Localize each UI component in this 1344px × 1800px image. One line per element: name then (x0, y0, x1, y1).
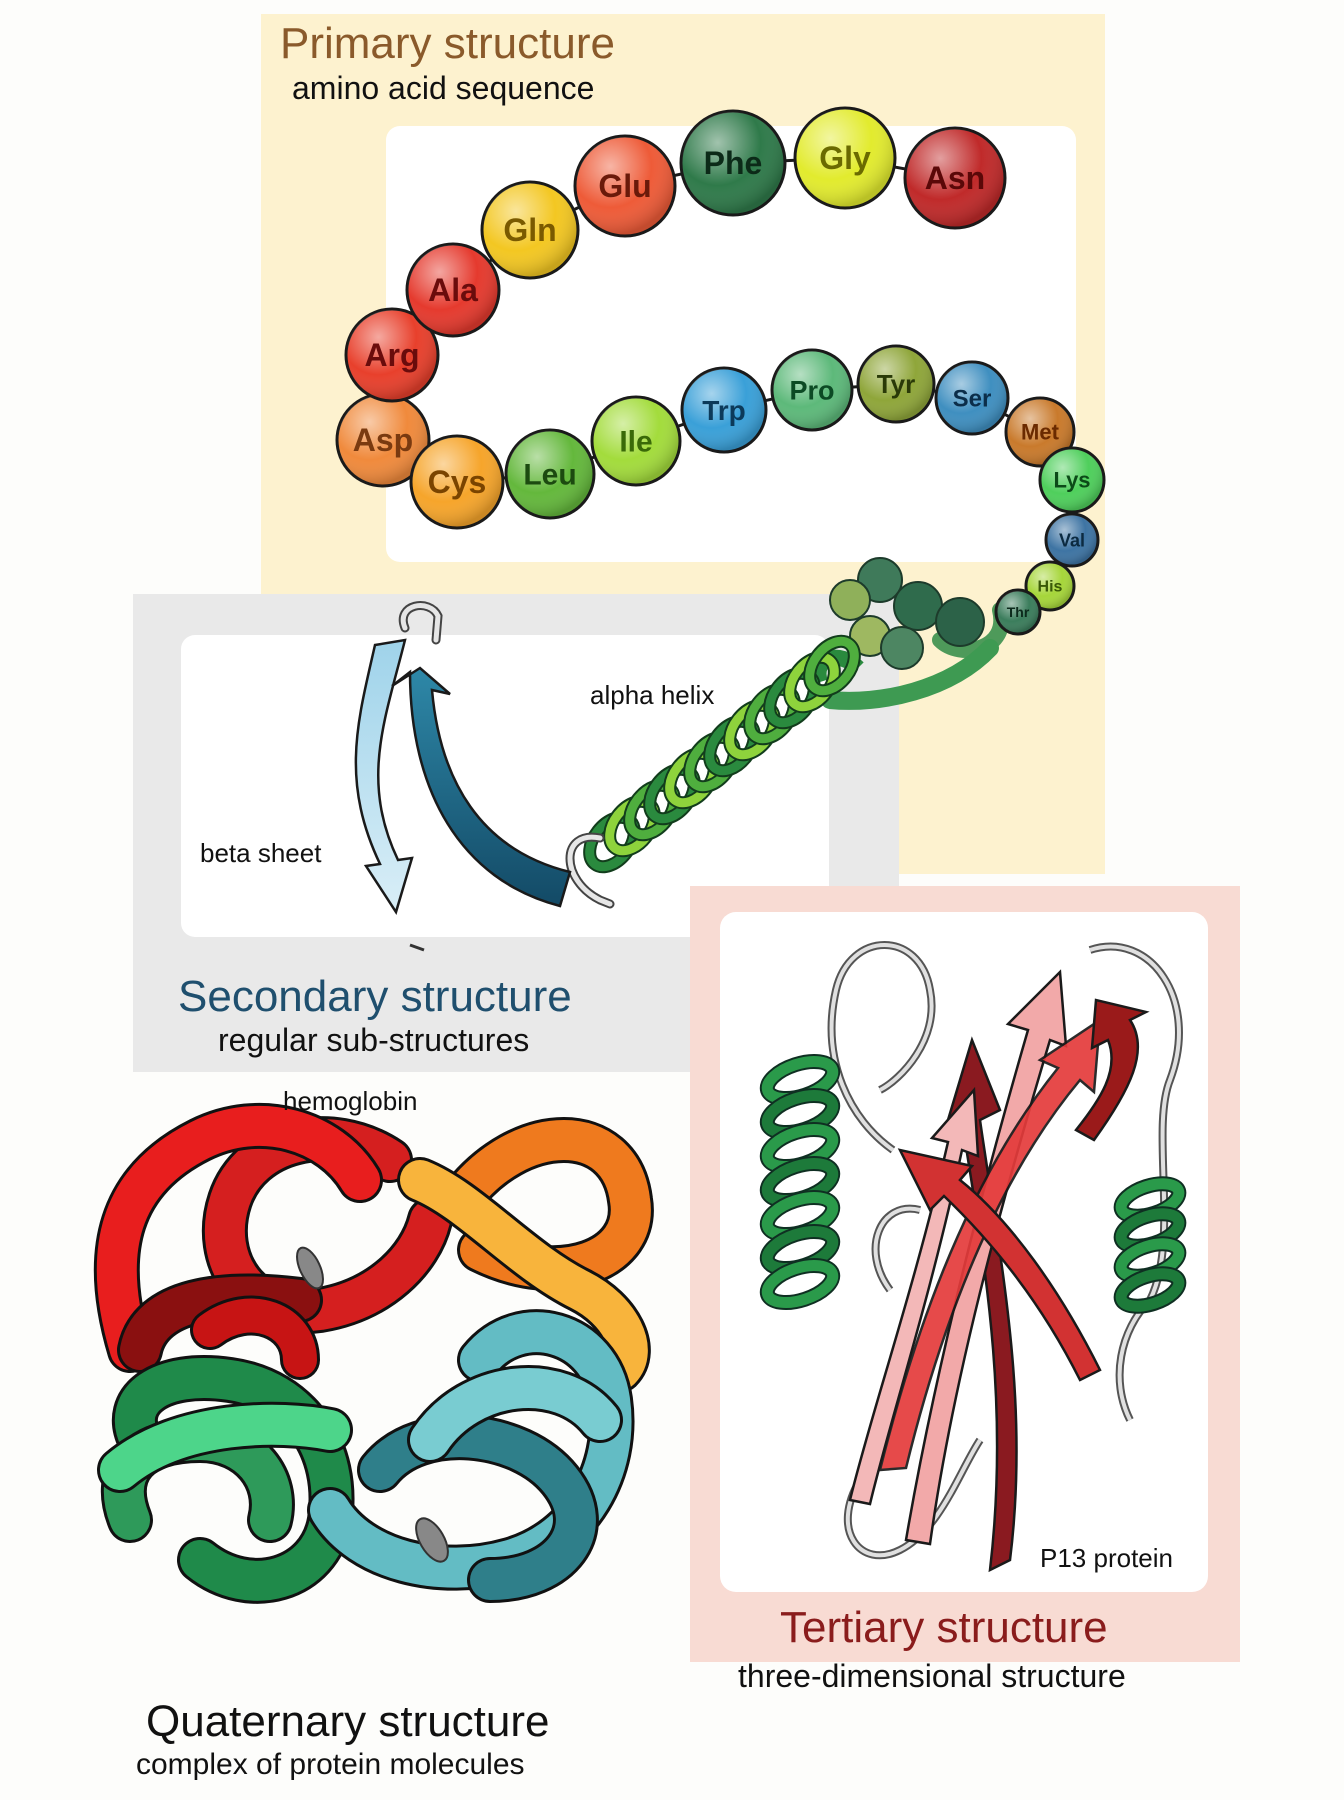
residue-label: His (1038, 579, 1063, 596)
residue-label: Thr (1007, 604, 1030, 620)
residue-shine (412, 437, 502, 527)
helix-turn (805, 636, 859, 696)
p13-protein-ribbon (759, 941, 1187, 1573)
residue-ile: Ile (590, 395, 682, 487)
residue-arg: Arg (344, 307, 440, 403)
beta-strand-dark (391, 666, 572, 908)
hemoglobin-tubes (93, 1102, 654, 1604)
residue-label: Glu (598, 168, 651, 204)
residue-lys: Lys (1038, 446, 1106, 514)
residue-shine (507, 431, 593, 517)
residue-label: Cys (428, 464, 487, 500)
residue-shine (1041, 449, 1103, 511)
residue-label: Met (1021, 420, 1060, 445)
residue-shine (1007, 399, 1073, 465)
residue-label: Arg (364, 337, 419, 373)
residue-cys: Cys (409, 434, 505, 530)
residue-label: Ser (953, 385, 992, 412)
residue-shine (773, 351, 851, 429)
beta-sheet (354, 601, 572, 952)
coil-beads (829, 557, 985, 670)
hemoglobin-label: hemoglobin (283, 1086, 418, 1116)
residue-shine (483, 183, 577, 277)
secondary-title: Secondary structure (178, 972, 572, 1021)
primary-subtitle: amino acid sequence (292, 70, 595, 106)
residue-shine (576, 137, 674, 235)
residue-asn: Asn (903, 126, 1007, 230)
alpha-beta-connector-core (567, 834, 613, 907)
residue-label: Gly (819, 140, 871, 176)
tertiary-subtitle: three-dimensional structure (738, 1658, 1126, 1694)
residue-label: Pro (789, 375, 834, 405)
residue-ala: Ala (405, 242, 501, 338)
residue-shine (997, 591, 1039, 633)
residue-tyr: Tyr (856, 344, 936, 424)
residue-ser: Ser (934, 360, 1010, 436)
residue-shine (937, 363, 1007, 433)
residue-label: Asp (353, 422, 413, 458)
alpha-helix-label: alpha helix (590, 680, 715, 710)
secondary-subtitle: regular sub-structures (218, 1022, 530, 1058)
residue-label: Val (1059, 530, 1085, 550)
residue-label: Phe (704, 145, 763, 181)
residue-pro: Pro (770, 348, 854, 432)
quaternary-subtitle: complex of protein molecules (136, 1748, 525, 1781)
residue-shine (906, 129, 1004, 227)
residue-shine (347, 310, 437, 400)
residue-label: Ala (428, 272, 478, 308)
alpha-helix (583, 634, 999, 874)
residue-label: Tyr (877, 369, 916, 399)
residue-val: Val (1044, 512, 1100, 568)
residue-thr: Thr (994, 588, 1042, 636)
helix-turn (1115, 1268, 1185, 1312)
residue-label: Ile (619, 426, 652, 459)
residue-shine (796, 109, 894, 207)
residue-shine (683, 369, 765, 451)
residue-shine (338, 395, 428, 485)
residue-his: His (1024, 560, 1076, 612)
residue-shine (408, 245, 498, 335)
residue-label: Trp (702, 395, 746, 426)
residue-gln: Gln (480, 180, 580, 280)
beta-strand-light (354, 638, 414, 915)
beta-sheet-label: beta sheet (200, 838, 322, 868)
residue-shine (682, 112, 784, 214)
residue-shine (593, 398, 679, 484)
primary-title: Primary structure (280, 19, 615, 68)
residue-trp: Trp (680, 366, 768, 454)
residue-leu: Leu (504, 428, 596, 520)
residue-glu: Glu (573, 134, 677, 238)
residue-shine (1047, 515, 1097, 565)
residue-label: Lys (1053, 468, 1090, 493)
tertiary-helix-left (759, 1054, 841, 1310)
residue-asp: Asp (335, 392, 431, 488)
residue-shine (859, 347, 933, 421)
residue-gly: Gly (793, 106, 897, 210)
residue-label: Gln (503, 212, 556, 248)
residue-label: Asn (925, 160, 985, 196)
tertiary-title: Tertiary structure (780, 1603, 1108, 1652)
tertiary-helix-right (1113, 1176, 1187, 1314)
residue-met: Met (1004, 396, 1076, 468)
helix-turn (761, 1260, 839, 1308)
quaternary-title: Quaternary structure (146, 1697, 550, 1746)
residue-phe: Phe (679, 109, 787, 217)
residue-label: Leu (523, 459, 576, 492)
p13-protein-label: P13 protein (1040, 1543, 1173, 1573)
residue-shine (1027, 563, 1073, 609)
